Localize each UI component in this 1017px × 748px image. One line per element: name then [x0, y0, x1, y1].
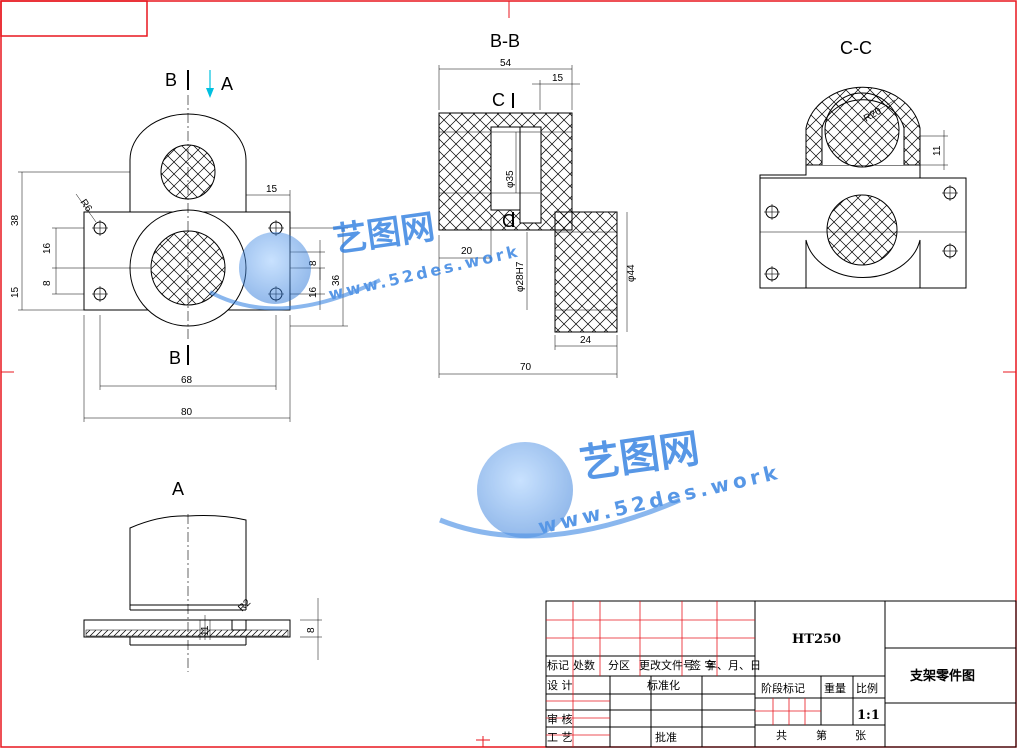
- main-label-b-bottom: B: [169, 348, 181, 368]
- bili: 比例: [856, 681, 878, 695]
- section-cc-view: [759, 86, 967, 289]
- dim-8-right: 8: [308, 260, 319, 266]
- col-qianming: 签 字: [690, 658, 716, 672]
- view-a-title: A: [172, 479, 184, 499]
- label-c-mid: C: [502, 211, 515, 231]
- dim-phi35: φ35: [505, 170, 516, 188]
- label-c-top: C: [492, 90, 505, 110]
- label-gong: 共: [776, 729, 787, 742]
- main-label-a: A: [221, 74, 233, 94]
- dim-68: 68: [181, 375, 193, 386]
- dim-80: 80: [181, 407, 193, 418]
- row-shenhe: 审 核: [547, 712, 573, 726]
- section-bb-title: B-B: [490, 31, 520, 51]
- dim-r2: R2: [236, 597, 253, 614]
- dim-38: 38: [10, 214, 21, 226]
- col-biaoji: 标记: [547, 658, 569, 672]
- section-cc-title: C-C: [840, 38, 872, 58]
- label-zhang: 张: [855, 729, 866, 742]
- dim-36: 36: [331, 274, 342, 286]
- label-di: 第: [816, 728, 827, 742]
- watermark-globe-icon: [209, 232, 381, 311]
- dim-15-right: 15: [266, 184, 278, 195]
- dim-phi44: φ44: [626, 264, 637, 282]
- col-chushu: 处数: [573, 659, 595, 672]
- col-date: 年、月、日: [706, 658, 761, 672]
- dim-70: 70: [520, 362, 532, 373]
- view-a: [83, 514, 322, 672]
- watermark-2: 艺图网 www.52des.work: [439, 426, 783, 539]
- row-sheji: 设 计: [547, 679, 573, 692]
- main-label-b-top: B: [165, 70, 177, 90]
- col-fenqu: 分区: [608, 659, 630, 672]
- dim-8: 8: [42, 280, 53, 286]
- pizhun: 批准: [655, 730, 677, 744]
- dim-11-a: 11: [200, 625, 211, 636]
- biaozhunhua: 标准化: [647, 678, 680, 692]
- dim-15: 15: [10, 286, 21, 298]
- watermark-2-name: 艺图网: [577, 426, 702, 488]
- dim-24: 24: [580, 335, 592, 346]
- watermark-globe-icon: [439, 442, 681, 539]
- zhongliang: 重量: [824, 681, 846, 695]
- dim-phi28: φ28H7: [515, 261, 526, 292]
- dim-15-bb: 15: [552, 73, 564, 84]
- dim-11-cc: 11: [932, 145, 943, 156]
- dim-54: 54: [500, 58, 512, 69]
- scale-value: 1:1: [857, 708, 880, 723]
- watermark-1-name: 艺图网: [331, 207, 438, 261]
- view-a-arrow: [206, 70, 214, 98]
- col-gengai: 更改文件号: [639, 658, 694, 672]
- dim-16-right: 16: [308, 286, 319, 298]
- title-block-red-grid: [546, 601, 821, 747]
- dim-16: 16: [42, 242, 53, 254]
- jieduan-biaoji: 阶段标记: [761, 681, 805, 695]
- material-label: HT250: [792, 632, 841, 647]
- title-block: [545, 600, 1017, 748]
- row-gongyi: 工 艺: [547, 731, 573, 744]
- dim-20: 20: [461, 246, 473, 257]
- section-bb-view: [438, 65, 628, 378]
- part-name: 支架零件图: [909, 668, 975, 684]
- dim-8-a: 8: [306, 627, 317, 633]
